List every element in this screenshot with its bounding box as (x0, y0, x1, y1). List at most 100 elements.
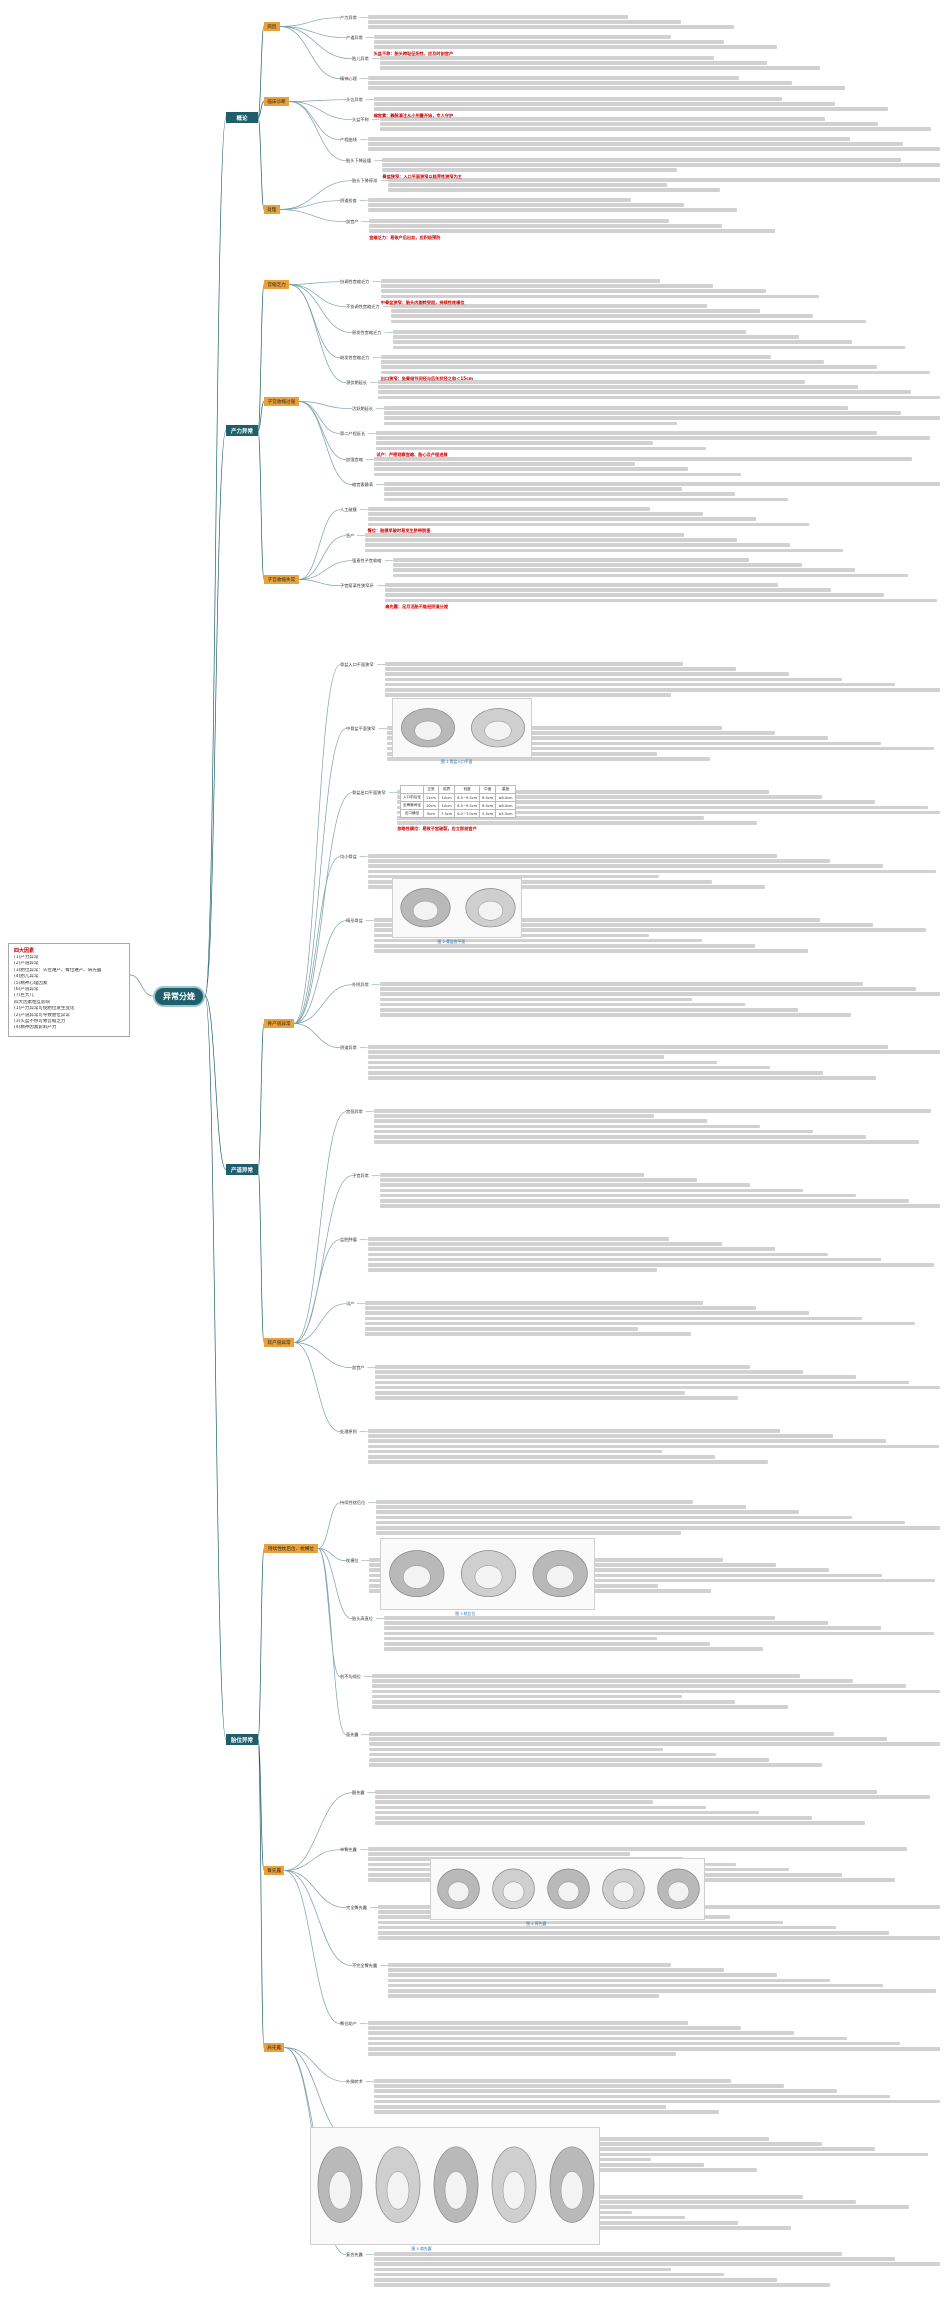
node-s1-1[interactable]: 产道异常 (346, 35, 363, 40)
subsection-chanli-2[interactable]: 子宫收缩失常 (264, 575, 299, 584)
text-line (372, 1689, 940, 1694)
node-s3-8[interactable]: 子宫异常 (352, 1173, 369, 1178)
table-header: 正常 (422, 785, 440, 794)
connector-line (279, 200, 341, 210)
node-s3-3[interactable]: 均小骨盆 (340, 854, 357, 859)
text-line (367, 1257, 881, 1262)
connector-line (257, 26, 265, 118)
connector-line (298, 401, 353, 486)
node-s3-1[interactable]: 中骨盆平面狭窄 (346, 726, 376, 731)
subsection-taiwei-0[interactable]: 持续性枕后位、枕横位 (264, 1544, 318, 1553)
node-s2-7[interactable]: 加强宫缩 (346, 457, 363, 462)
node-s1-6[interactable]: 产程曲线 (340, 137, 357, 142)
subsection-gailun-1[interactable]: 临床诊断 (264, 97, 290, 106)
node-s2-11[interactable]: 强直性子宫收缩 (352, 558, 382, 563)
subsection-chandao-0[interactable]: 骨产道异常 (264, 1019, 294, 1028)
node-s1-10[interactable]: 剖宫产 (346, 219, 359, 224)
text-line (367, 1852, 630, 1856)
connector-line (317, 1548, 347, 1736)
section-1[interactable]: 产力异常 (226, 425, 258, 436)
node-s4-4[interactable]: 面先露 (346, 1732, 359, 1737)
node-s2-6[interactable]: 第二产程延长 (340, 431, 366, 436)
node-s4-10[interactable]: 外倒转术 (346, 2079, 363, 2084)
node-s2-10[interactable]: 急产 (346, 533, 355, 538)
node-s4-6[interactable]: 单臀先露 (340, 1847, 357, 1852)
section-3[interactable]: 胎位异常 (226, 1734, 258, 1745)
node-s3-2[interactable]: 骨盆出口平面狭窄 (352, 790, 386, 795)
node-s1-3[interactable]: 精神心理 (340, 76, 357, 81)
node-s2-8[interactable]: 缩宫素静滴 (352, 482, 373, 487)
node-s1-7[interactable]: 胎头下降延缓 (346, 158, 372, 163)
node-s1-9[interactable]: 阴道检查 (340, 198, 357, 203)
subsection-chanli-1[interactable]: 子宫收缩过强 (264, 397, 299, 406)
node-s3-4[interactable]: 畸形骨盆 (346, 918, 363, 923)
node-s4-7[interactable]: 完全臀先露 (346, 1905, 367, 1910)
text-line (382, 163, 940, 167)
node-s4-5[interactable]: 额先露 (352, 1790, 365, 1795)
text-line (373, 462, 635, 466)
node-s2-3[interactable]: 继发性宫缩乏力 (340, 355, 370, 360)
node-s2-9[interactable]: 人工破膜 (340, 507, 357, 512)
text-line (379, 1173, 644, 1177)
subsection-gailun-0[interactable]: 病因 (264, 22, 280, 31)
node-s3-7[interactable]: 宫颈异常 (346, 1109, 363, 1114)
node-s4-13[interactable]: 复合先露 (346, 2252, 363, 2257)
figure-4 (310, 2127, 600, 2245)
node-s2-1[interactable]: 不协调性宫缩乏力 (346, 304, 380, 309)
connector-line (293, 728, 347, 1024)
text-line (384, 1621, 828, 1625)
node-s2-0[interactable]: 协调性宫缩乏力 (340, 279, 370, 284)
node-s1-2[interactable]: 胎儿异常 (352, 56, 369, 61)
node-s1-0[interactable]: 产力异常 (340, 15, 357, 20)
section-2[interactable]: 产道异常 (226, 1164, 258, 1175)
node-s3-10[interactable]: 试产 (346, 1301, 355, 1306)
text-line (379, 987, 916, 991)
node-s1-8[interactable]: 胎头下降停滞 (352, 178, 378, 183)
text-line (367, 1045, 888, 1049)
node-s3-6[interactable]: 阴道异常 (340, 1045, 357, 1050)
text-line (367, 2052, 676, 2056)
text-line (380, 355, 771, 359)
text-line (376, 1520, 906, 1525)
subsection-gailun-2[interactable]: 处理 (264, 205, 280, 214)
subsection-chanli-0[interactable]: 宫缩乏力 (264, 280, 290, 289)
text-line (373, 2084, 784, 2088)
node-s2-4[interactable]: 潜伏期延长 (346, 380, 367, 385)
node-s4-9[interactable]: 臀位助产 (340, 2021, 357, 2026)
node-s4-1[interactable]: 枕横位 (346, 1558, 359, 1563)
text-line (367, 20, 681, 24)
node-s3-0[interactable]: 骨盆入口平面狭窄 (340, 662, 374, 667)
node-s4-2[interactable]: 胎头高直位 (352, 1616, 373, 1621)
node-s2-12[interactable]: 子宫痉挛性狭窄环 (340, 583, 374, 588)
node-s4-8[interactable]: 不完全臀先露 (352, 1963, 378, 1968)
text-line (385, 682, 896, 687)
node-s3-11[interactable]: 剖宫产 (352, 1365, 365, 1370)
text-line (375, 1370, 804, 1374)
root-node[interactable]: 异常分娩 (153, 986, 205, 1007)
figure-3 (430, 1858, 705, 1920)
node-s1-5[interactable]: 头盆不称 (352, 117, 369, 122)
text-line (386, 757, 710, 761)
node-s4-3[interactable]: 前不均倾位 (340, 1674, 361, 1679)
text-line (373, 1114, 654, 1118)
text-line (367, 86, 845, 90)
node-s1-4[interactable]: 头位异常 (346, 97, 363, 102)
pelvis-inlet-shape (560, 2171, 584, 2210)
node-s2-5[interactable]: 活跃期延长 (352, 406, 373, 411)
subsection-chandao-1[interactable]: 软产道异常 (264, 1338, 294, 1347)
node-s2-2[interactable]: 原发性宫缩乏力 (352, 330, 382, 335)
text-line (385, 662, 684, 666)
subsection-taiwei-2[interactable]: 肩先露 (264, 2043, 285, 2052)
node-s3-5[interactable]: 外阴异常 (352, 982, 369, 987)
text-line (364, 543, 790, 547)
text-line (376, 1515, 853, 1520)
section-0[interactable]: 概论 (226, 112, 258, 123)
connector-line (298, 509, 341, 580)
legend-box: 四大因素 (1)产力异常(2)产道异常(3)胎位异常：头位难产、臀位难产、肩先露… (8, 943, 130, 1037)
text-line (367, 512, 703, 516)
node-s4-0[interactable]: 持续性枕后位 (340, 1500, 366, 1505)
subsection-taiwei-1[interactable]: 臀先露 (264, 1866, 285, 1875)
node-s3-12[interactable]: 处理原则 (340, 1429, 357, 1434)
text-line (378, 390, 911, 394)
node-s3-9[interactable]: 盆腔肿瘤 (340, 1237, 357, 1242)
